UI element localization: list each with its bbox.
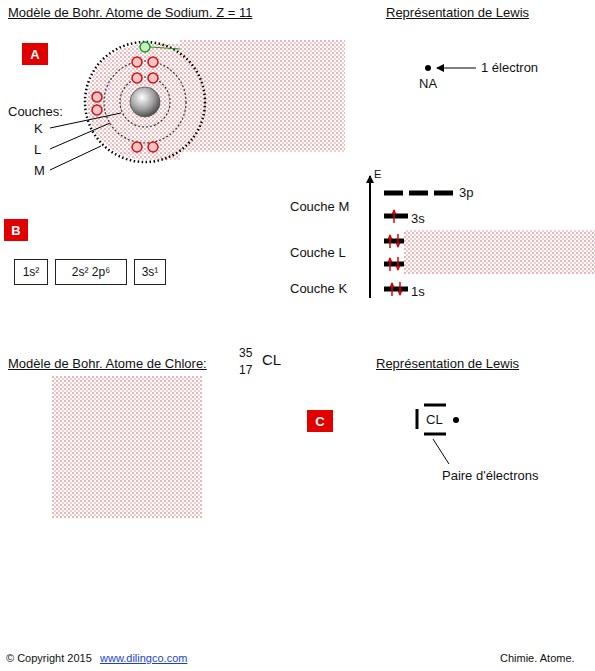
section-letter: C [315, 415, 324, 428]
configuration-box: 2s² 2p⁶ [55, 259, 127, 285]
energy-diagram [370, 176, 595, 298]
arrow [437, 68, 476, 69]
electrons [92, 57, 158, 152]
mass-number: 35 [239, 347, 252, 361]
electron-configuration: 2s² 2p⁶ [72, 266, 110, 278]
shell-label: M [34, 164, 45, 179]
orbital-label: 3p [459, 186, 473, 201]
shell-label: L [34, 143, 41, 158]
heading: Représentation de Lewis [376, 357, 519, 372]
website-link: www.dilingco.com [100, 652, 187, 665]
leader-line [50, 123, 110, 149]
nucleus [130, 87, 160, 117]
configuration-box: 3s¹ [134, 259, 166, 285]
electron-configuration: 3s¹ [142, 266, 159, 278]
element-symbol: CL [426, 413, 443, 428]
dotted-area [52, 376, 202, 518]
legend-text: Couches: [8, 105, 63, 120]
footer-note: Chimie. Atome. [500, 652, 575, 665]
orbital-label: 3s [411, 212, 425, 227]
annotation: Paire d'électrons [442, 469, 538, 484]
leader-line [150, 47, 180, 49]
bohr-sodium [50, 40, 345, 170]
shell-label: K [34, 122, 43, 137]
leader-line [50, 146, 101, 170]
valence-electron [140, 42, 150, 52]
electron-dot [425, 65, 431, 71]
section-marker: C [307, 410, 333, 432]
lewis-chlorine [417, 405, 459, 464]
heading: Modèle de Bohr. Atome de Chlore: [8, 357, 207, 372]
orbital-label: 1s [411, 285, 425, 300]
leader-line [433, 439, 449, 464]
shell-label: Couche K [290, 282, 347, 297]
shell-m [85, 42, 205, 162]
atomic-number: 17 [239, 364, 252, 378]
shell-l [104, 61, 186, 143]
heading: Modèle de Bohr. Atome de Sodium. Z = 11 [8, 6, 252, 21]
section-letter: A [30, 48, 39, 61]
heading: Représentation de Lewis [386, 6, 529, 21]
copyright: © Copyright 2015 [6, 652, 92, 665]
axis-label: E [374, 168, 381, 181]
electron-configuration: 1s² [23, 266, 40, 278]
annotation: 1 électron [481, 61, 538, 76]
element-symbol: CL [262, 351, 281, 368]
section-marker: A [22, 43, 48, 65]
section-marker: B [4, 219, 28, 241]
element-symbol: NA [419, 77, 437, 92]
shell-label: Couche M [290, 200, 349, 215]
configuration-box: 1s² [14, 259, 48, 285]
dotted-area [404, 230, 595, 274]
section-letter: B [11, 224, 20, 237]
shell-k [120, 77, 170, 127]
shell-label: Couche L [290, 246, 346, 261]
dotted-area [180, 40, 345, 152]
